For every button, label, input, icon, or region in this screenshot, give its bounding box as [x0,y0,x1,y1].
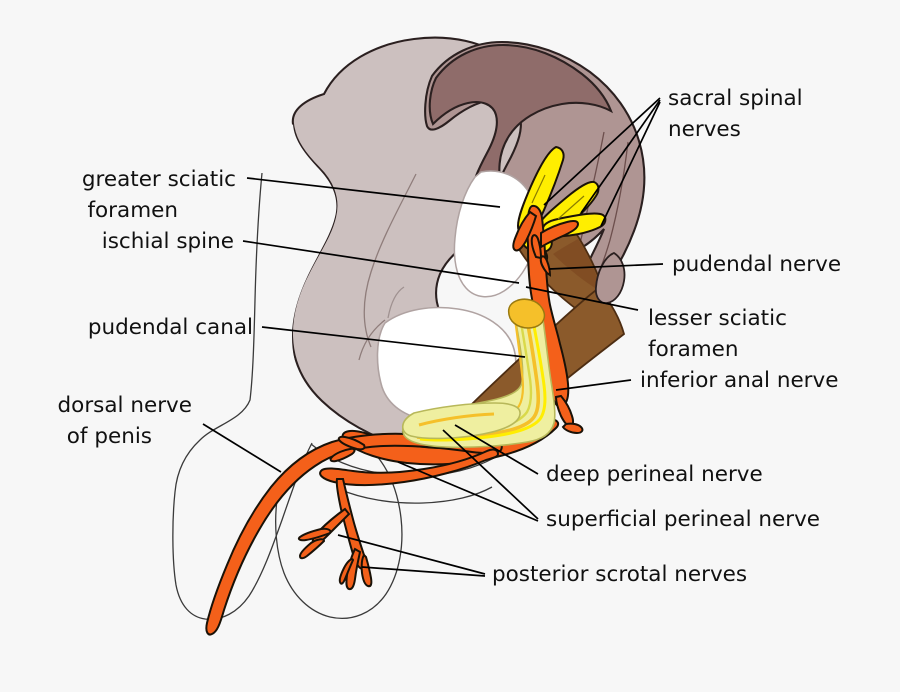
label-lesser-sciatic-foramen-line1: lesser sciatic [648,306,787,331]
leader-inferior-anal-nerve [555,379,632,391]
leader-posterior-scrotal-nerves-2 [361,566,486,577]
label-texts: sacral spinal nerves greater sciatic for… [58,86,842,587]
ischium-contour [358,319,386,361]
perineal-branch-spur [329,447,356,463]
obturator-groove [387,286,405,319]
label-posterior-scrotal-nerves: posterior scrotal nerves [492,562,747,587]
label-ischial-spine: ischial spine [102,229,234,254]
inferior-anal-nerve-tip [561,422,584,435]
canal-fiber-2 [419,310,547,442]
leader-posterior-scrotal-nerves-1 [337,534,486,575]
leader-sacral-spinal-2 [580,99,661,214]
leader-sacral-spinal-3 [600,101,661,227]
leader-ischial-spine [242,240,520,284]
leader-dorsal-nerve-of-penis [202,423,282,473]
label-dorsal-nerve-of-penis-line1: dorsal nerve [58,393,192,418]
perineal-fold-outline [338,486,493,504]
leader-pudendal-canal [261,326,526,358]
leader-superficial-perineal-nerve-1 [442,429,539,520]
label-greater-sciatic-foramen-line1: greater sciatic [82,167,236,192]
foramina-group [376,170,538,422]
canal-entry-collar [507,298,546,329]
pudendal-root-branch-upper [512,210,538,252]
posterior-scrotal-branch-2b [360,553,373,588]
pudendal-nerve-spur-lower [539,255,552,277]
canal-anterior-bulge [401,402,521,440]
perineal-branch-fork [337,435,366,451]
posterior-scrotal-branch-1b [297,527,332,542]
sacral-root-crease-1 [531,174,546,204]
label-sacral-spinal-nerves-line1: sacral spinal [668,86,803,111]
dorsal-nerve-of-penis [205,432,503,636]
inferior-anal-nerve [554,394,575,428]
leader-lines [202,97,664,577]
label-lesser-sciatic-foramen-line2: foramen [648,337,739,362]
sacral-root-crease-2 [557,195,585,220]
label-sacral-spinal-nerves-line2: nerves [668,117,741,142]
leader-pudendal-nerve [548,263,664,270]
pudendal-canal-group [401,298,556,449]
superficial-perineal-nerve [319,448,500,486]
label-inferior-anal-nerve: inferior anal nerve [640,368,838,393]
leader-greater-sciatic-foramen [246,177,501,208]
penis-outline [172,172,313,620]
pudendal-root-branch-right [540,219,580,249]
posterior-scrotal-branch-1c [298,538,326,560]
label-pudendal-nerve: pudendal nerve [672,252,841,277]
canal-bulge-fiber [418,412,495,427]
posterior-scrotal-branch-1 [311,507,351,545]
leader-superficial-perineal-nerve-2 [397,461,539,522]
pudendal-root-spur [530,234,543,260]
posterior-scrotal-branch-2c [338,558,355,585]
ilium-contour [363,173,417,348]
leader-sacral-spinal-1 [543,97,661,206]
leader-lesser-sciatic-foramen [525,286,639,311]
label-dorsal-nerve-of-penis-line2: of penis [67,424,152,449]
label-pudendal-canal: pudendal canal [88,315,253,340]
label-greater-sciatic-foramen-line2: foramen [87,198,178,223]
leader-deep-perineal-nerve [454,424,539,475]
ligament-shading [553,239,603,293]
label-deep-perineal-nerve: deep perineal nerve [546,462,763,487]
label-superficial-perineal-nerve: superficial perineal nerve [546,507,820,532]
